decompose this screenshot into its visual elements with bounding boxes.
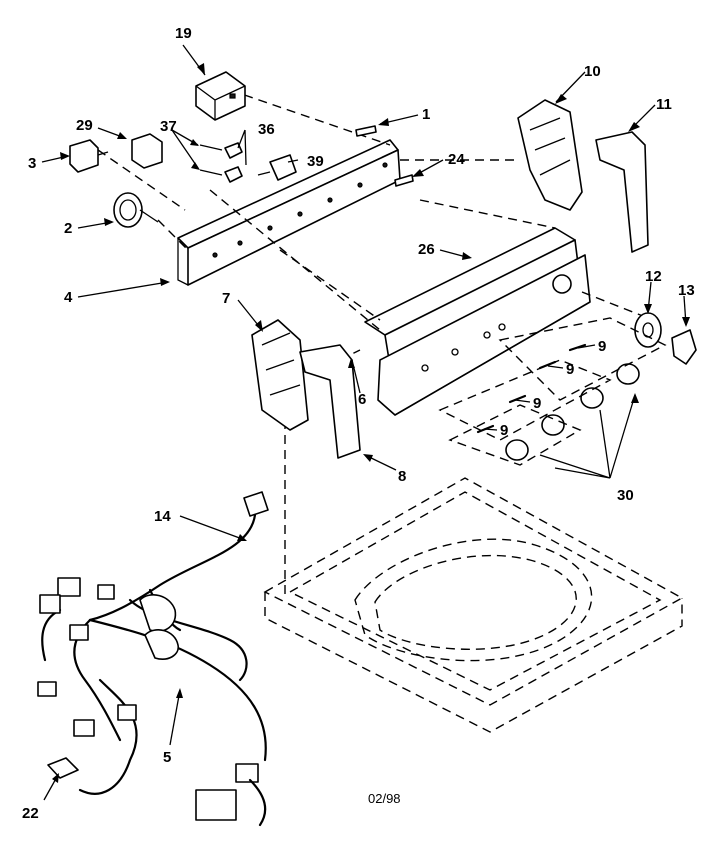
timer [195,71,246,121]
callout-1: 1 [422,106,430,123]
callout-5: 5 [163,749,171,766]
part-22 [47,757,79,779]
end-cap-right [517,99,583,211]
callout-9a: 9 [598,338,606,355]
control-bracket [177,139,401,286]
dial-parts [634,312,697,365]
trim-left [299,344,361,459]
callout-13: 13 [678,282,695,299]
callout-24: 24 [448,151,465,168]
console-panel [364,227,591,416]
callout-22: 22 [22,805,39,822]
callout-9c: 9 [533,395,541,412]
assembly-guide-lines [97,89,649,598]
trim-right [595,131,649,253]
callout-9d: 9 [500,422,508,439]
callout-11: 11 [656,96,672,113]
screws [355,125,414,187]
callout-9b: 9 [566,361,574,378]
knob [113,192,159,228]
callout-30: 30 [617,487,634,504]
callout-labels: 19 1 10 11 29 37 36 3 39 24 2 26 4 7 12 … [22,25,695,822]
leader-lines [41,44,690,801]
switch-29 [131,133,163,169]
callout-39: 39 [307,153,324,170]
callout-3: 3 [28,155,36,172]
washer-top-outline [263,477,684,733]
callout-37: 37 [160,118,177,135]
callout-19: 19 [175,25,192,42]
callout-10: 10 [584,63,601,80]
callout-12: 12 [645,268,662,285]
callout-26: 26 [418,241,435,258]
wire-harness [37,491,269,827]
callout-7: 7 [222,290,230,307]
callout-4: 4 [64,289,73,306]
switch [69,139,109,173]
date-code: 02/98 [368,791,401,806]
end-cap-left [251,319,309,431]
callout-6: 6 [358,391,366,408]
callout-14: 14 [154,508,171,525]
callout-2: 2 [64,220,72,237]
callout-29: 29 [76,117,93,134]
small-switches [199,142,297,183]
callout-36: 36 [258,121,275,138]
pushbutton-knobs [438,317,667,466]
callout-8: 8 [398,468,406,485]
